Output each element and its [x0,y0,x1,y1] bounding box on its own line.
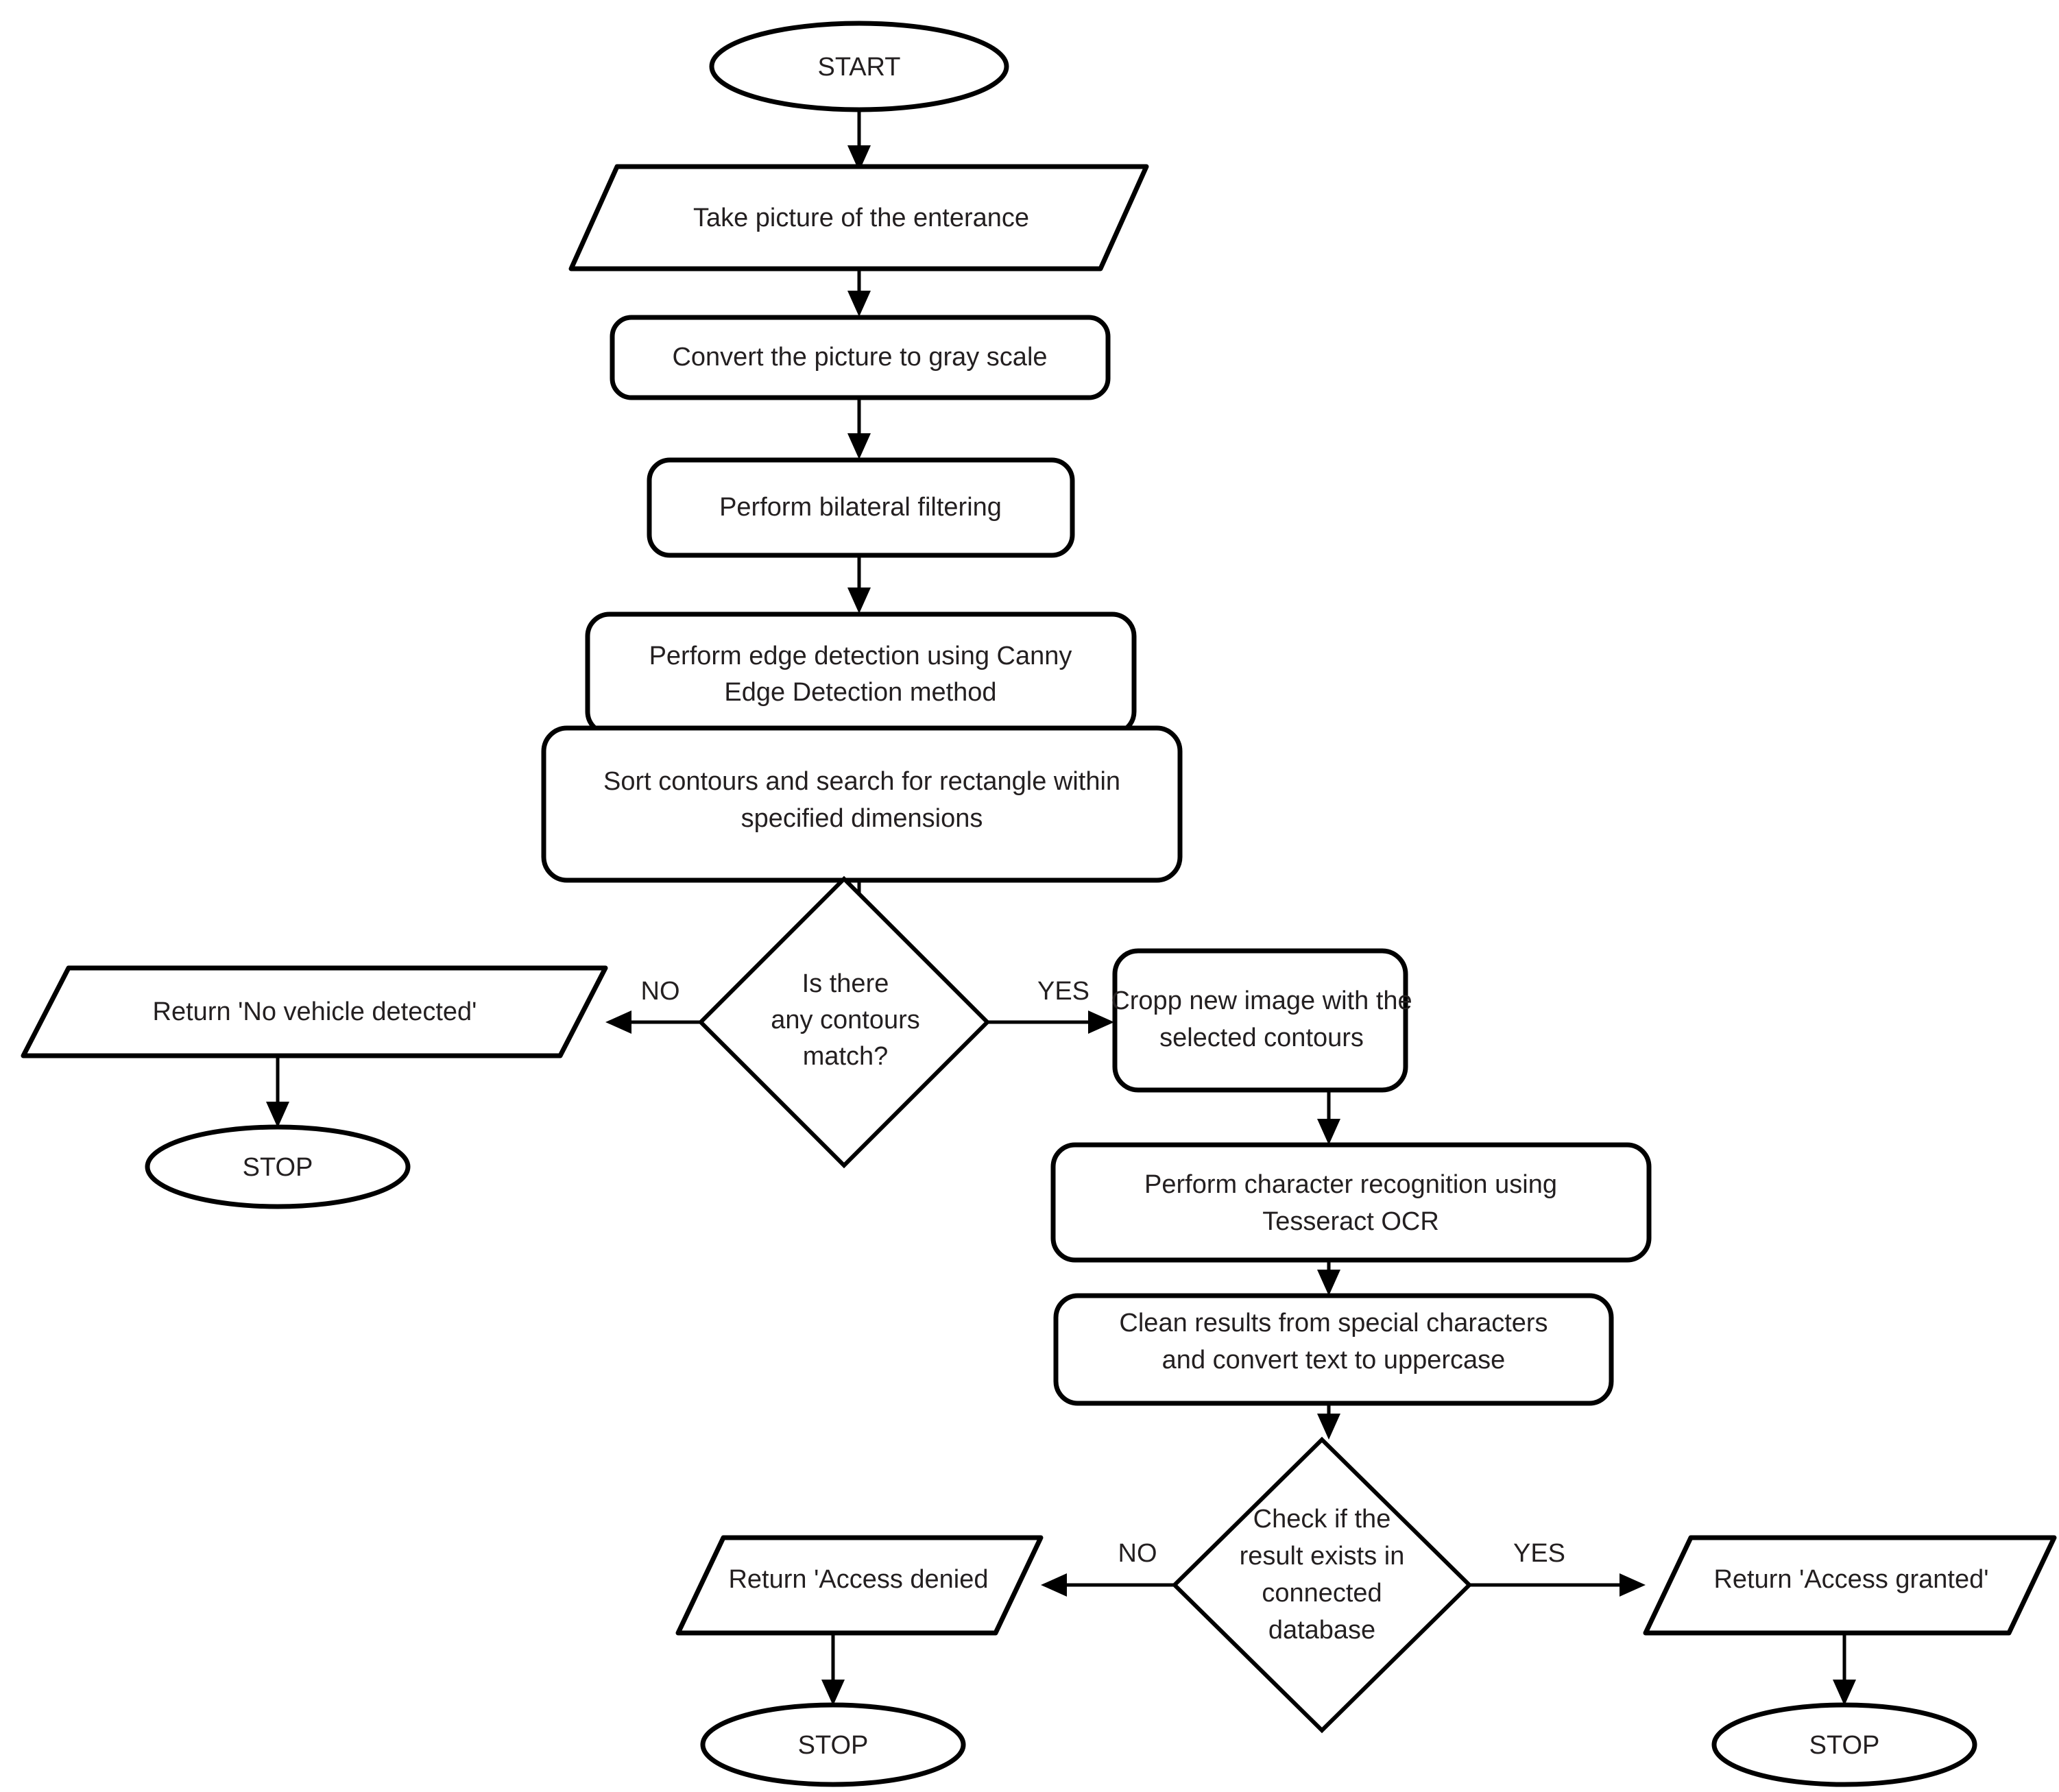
cropp-image-label-line2: selected contours [1159,1024,1364,1052]
node-stop-granted[interactable]: STOP [1711,1702,1977,1787]
edge-label-contours-yes: YES [1037,977,1089,1006]
decision-database-diamond[interactable] [1171,1436,1473,1734]
arrowhead-take-picture [847,145,871,171]
arrowhead-gray [847,291,871,317]
take-picture-label: Take picture of the enterance [693,204,1029,232]
arrowhead-no-vehicle [605,1010,631,1034]
edge-detection-label-line1: Perform edge detection using Canny [649,642,1072,670]
node-clean-results[interactable]: Clean results from special characters an… [1053,1293,1614,1406]
decision-contours-diamond[interactable] [697,875,991,1169]
tesseract-ocr-label-line1: Perform character recognition using [1144,1170,1557,1199]
arrowhead-cropp [1088,1010,1114,1034]
arrowhead-stop-denied [821,1680,845,1706]
node-sort-contours[interactable]: Sort contours and search for rectangle w… [541,725,1183,883]
node-decision-database[interactable]: Check if the result exists in connected … [1171,1436,1473,1734]
node-access-granted[interactable]: Return 'Access granted' [1643,1535,2057,1636]
node-access-denied[interactable]: Return 'Access denied [675,1535,1044,1636]
tesseract-ocr-label-line2: Tesseract OCR [1262,1207,1439,1236]
node-stop-denied[interactable]: STOP [700,1702,966,1787]
decision-database-label-line2: result exists in [1240,1542,1405,1571]
decision-contours-label-line3: match? [803,1042,889,1071]
node-start[interactable]: START [709,21,1009,112]
decision-database-label-line3: connected [1262,1579,1382,1608]
node-gray-scale[interactable]: Convert the picture to gray scale [610,315,1111,400]
arrowhead-access-granted [1619,1573,1646,1597]
decision-database-label-line4: database [1268,1616,1375,1645]
tesseract-ocr-rect[interactable] [1050,1142,1652,1263]
node-take-picture[interactable]: Take picture of the enterance [568,164,1149,271]
arrowhead-decision-db [1317,1414,1340,1440]
clean-results-label-line1: Clean results from special characters [1119,1309,1548,1337]
sort-contours-label-line2: specified dimensions [741,804,983,833]
arrowhead-canny [847,588,871,614]
access-denied-parallelogram[interactable] [675,1535,1044,1636]
node-decision-contours[interactable]: Is there any contours match? [697,875,991,1169]
stop-denied-label: STOP [798,1731,869,1760]
clean-results-rect[interactable] [1053,1293,1614,1406]
stop-granted-ellipse[interactable] [1711,1702,1977,1787]
edge-label-contours-no: NO [641,977,680,1006]
no-vehicle-parallelogram[interactable] [21,965,608,1058]
decision-contours-label-line1: Is there [802,969,889,998]
node-no-vehicle-detected[interactable]: Return 'No vehicle detected' [21,965,608,1058]
stop-granted-label: STOP [1809,1731,1880,1760]
arrowhead-ocr [1317,1119,1340,1145]
bilateral-label: Perform bilateral filtering [719,493,1002,522]
bilateral-rect[interactable] [647,457,1075,558]
arrowhead-stop-granted [1833,1680,1856,1706]
edge-label-db-no: NO [1118,1539,1157,1568]
gray-scale-rect[interactable] [610,315,1111,400]
cropp-image-label-line1: Cropp new image with the [1111,986,1412,1015]
start-label: START [817,53,900,82]
gray-scale-label: Convert the picture to gray scale [672,343,1047,372]
arrowhead-bilateral [847,433,871,459]
sort-contours-label-line1: Sort contours and search for rectangle w… [603,767,1120,796]
no-vehicle-label: Return 'No vehicle detected' [153,997,477,1026]
node-stop-left[interactable]: STOP [145,1124,411,1209]
take-picture-parallelogram[interactable] [568,164,1149,271]
cropp-image-rect[interactable] [1112,948,1408,1093]
node-edge-detection[interactable]: Perform edge detection using Canny Edge … [585,612,1137,736]
arrowhead-stop-left [266,1102,289,1128]
clean-results-label-line2: and convert text to uppercase [1162,1346,1506,1375]
arrowhead-clean [1317,1270,1340,1296]
stop-left-label: STOP [243,1153,313,1182]
node-bilateral-filtering[interactable]: Perform bilateral filtering [647,457,1075,558]
edge-detection-rect[interactable] [585,612,1137,736]
edge-label-db-yes: YES [1513,1539,1565,1568]
arrowhead-access-denied [1041,1573,1067,1597]
node-cropp-image[interactable]: Cropp new image with the selected contou… [1111,948,1412,1093]
node-tesseract-ocr[interactable]: Perform character recognition using Tess… [1050,1142,1652,1263]
access-granted-label: Return 'Access granted' [1713,1565,1988,1594]
decision-contours-label-line2: any contours [771,1006,920,1034]
edge-detection-label-line2: Edge Detection method [724,678,996,707]
access-denied-label: Return 'Access denied [728,1565,988,1594]
decision-database-label-line1: Check if the [1253,1505,1391,1534]
sort-contours-rect[interactable] [541,725,1183,883]
stop-left-ellipse[interactable] [145,1124,411,1209]
start-ellipse[interactable] [709,21,1009,112]
access-granted-parallelogram[interactable] [1643,1535,2057,1636]
stop-denied-ellipse[interactable] [700,1702,966,1787]
